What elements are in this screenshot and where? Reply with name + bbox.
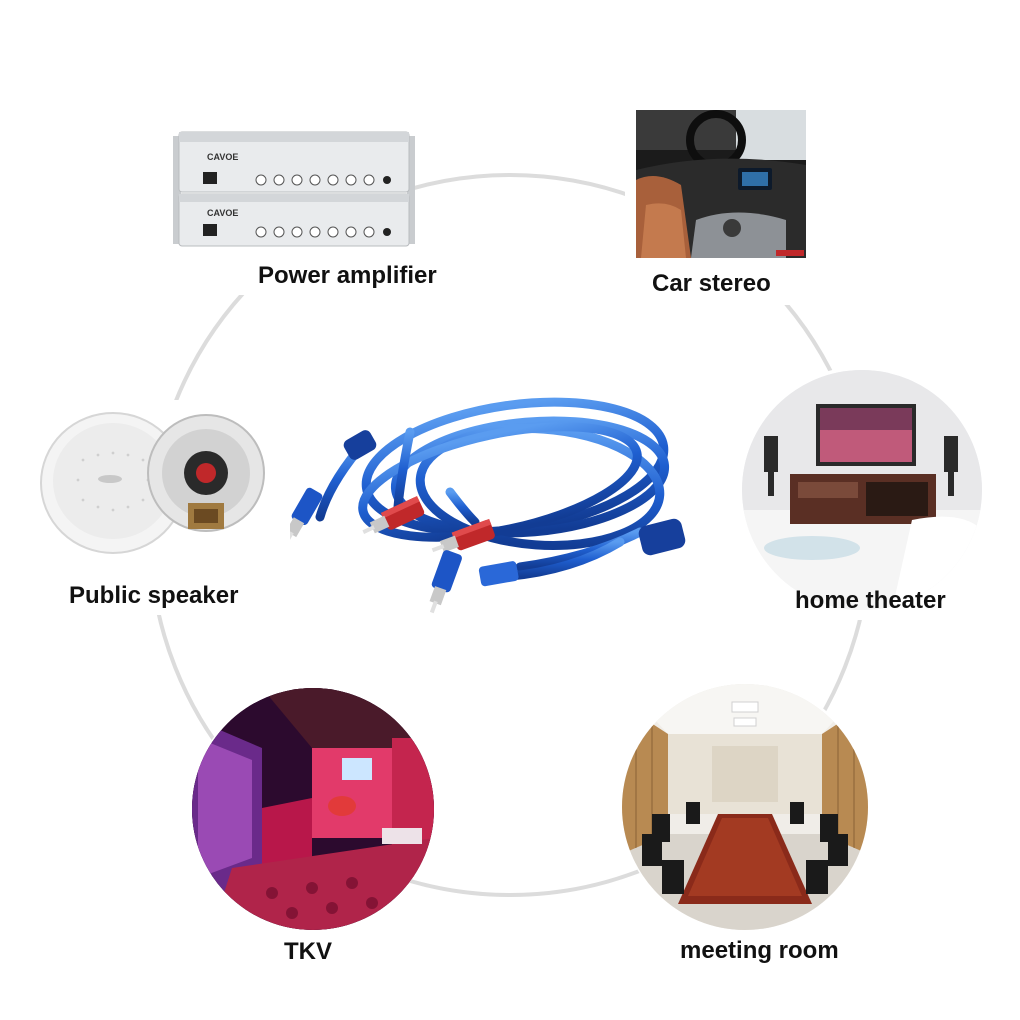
car-stereo-image — [636, 110, 806, 258]
power-amplifier-image: CAVOE CAVOE — [173, 131, 415, 247]
home-theater-image — [742, 370, 982, 610]
amp-brand-text: CAVOE — [207, 152, 238, 162]
rca-cable-image — [290, 397, 686, 614]
label-meeting-room: meeting room — [680, 937, 839, 964]
label-power-amplifier: Power amplifier — [258, 262, 437, 289]
label-tkv: TKV — [284, 938, 332, 965]
meeting-room-image — [622, 684, 868, 930]
label-car-stereo: Car stereo — [652, 270, 771, 297]
tkv-image — [192, 688, 434, 930]
label-public-speaker: Public speaker — [69, 582, 239, 609]
public-speaker-image — [40, 412, 265, 554]
label-home-theater: home theater — [795, 587, 946, 614]
amp-brand-text-2: CAVOE — [207, 208, 238, 218]
